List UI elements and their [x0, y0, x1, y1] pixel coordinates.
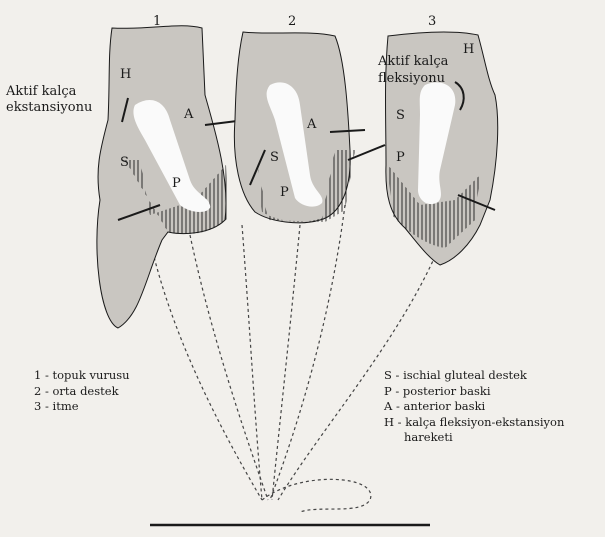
callout-extension-line-1: Aktif kalça	[6, 84, 76, 99]
limb-outline-2	[242, 225, 262, 500]
letter-S-1: S	[120, 155, 129, 170]
letter-S-2: S	[270, 150, 279, 165]
legend-phase-1: 1 - topuk vurusu	[34, 368, 130, 384]
limb-outline-3	[270, 205, 345, 500]
legend-force-P: P - posterior baski	[384, 384, 564, 400]
limb-outline-1	[150, 240, 262, 500]
socket-2	[234, 32, 365, 223]
letter-P-3: P	[396, 150, 405, 165]
letter-H-3: H	[463, 42, 474, 57]
letter-H-1: H	[120, 67, 131, 82]
foot-loop	[262, 479, 371, 512]
limb-outline-2b	[272, 225, 300, 500]
legend-force-H: H - kalça fleksiyon-ekstansiyon	[384, 415, 564, 431]
letter-S-3: S	[396, 108, 405, 123]
callout-flexion-line-2: fleksiyonu	[378, 71, 445, 86]
callout-flexion-line-1: Aktif kalça	[378, 54, 448, 69]
limb-outlines	[150, 205, 440, 512]
phase-number-3: 3	[428, 14, 436, 29]
letter-A-1: A	[184, 107, 193, 122]
legend-phase-2: 2 - orta destek	[34, 384, 130, 400]
limb-outline-1b	[190, 235, 268, 500]
callout-extension-line-2: ekstansiyonu	[6, 100, 92, 115]
legend-phase-3: 3 - itme	[34, 399, 130, 415]
phase-number-2: 2	[288, 14, 296, 29]
legend-force-S: S - ischial gluteal destek	[384, 368, 564, 384]
legend-force-A: A - anterior baski	[384, 399, 564, 415]
legend-force-H-cont: hareketi	[384, 430, 564, 446]
legend-phases: 1 - topuk vurusu 2 - orta destek 3 - itm…	[34, 368, 130, 415]
letter-A-2: A	[307, 117, 316, 132]
letter-P-1: P	[172, 176, 181, 191]
legend-forces: S - ischial gluteal destek P - posterior…	[384, 368, 564, 446]
letter-P-2: P	[280, 185, 289, 200]
phase-number-1: 1	[153, 14, 161, 29]
